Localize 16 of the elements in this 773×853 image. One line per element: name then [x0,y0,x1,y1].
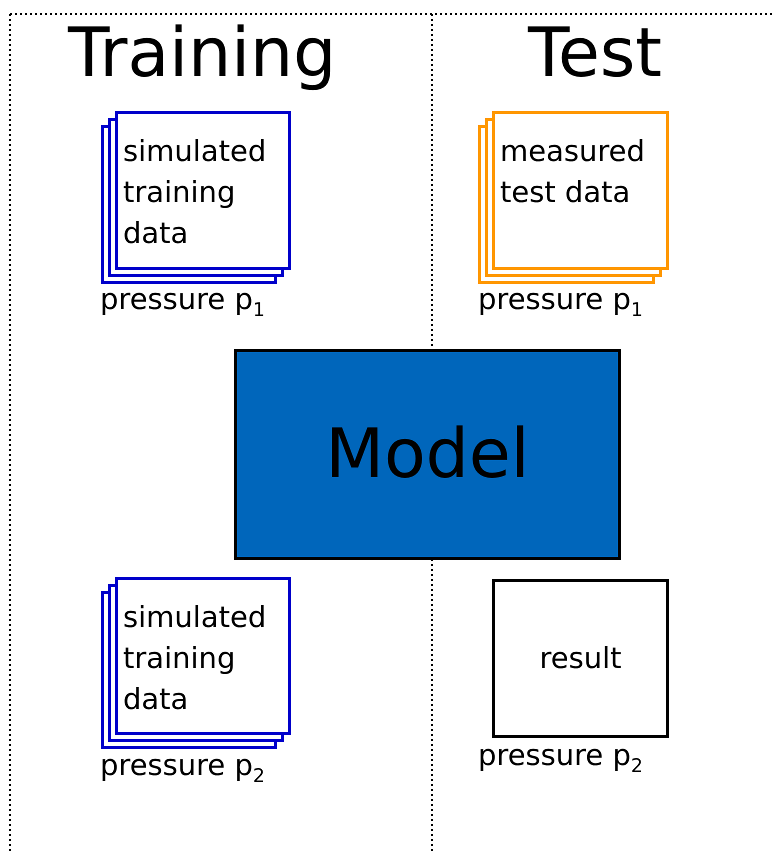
document-stack [101,111,291,284]
data-label: simulated training data [123,599,268,718]
document-stack [478,111,669,284]
document-stack [101,577,291,749]
model-box [234,349,621,560]
pressure-caption: pressure p$_{2}$ [478,738,643,777]
pressure-caption: pressure p$_{1}$ [100,282,265,321]
result-box [492,579,669,738]
result-label: result [538,640,623,677]
column-heading: Test [528,14,662,94]
model-label: Model [324,414,531,496]
pressure-caption: pressure p$_{1}$ [478,282,643,321]
pressure-caption: pressure p$_{2}$ [100,748,265,787]
data-label: simulated training data [123,133,268,252]
data-label: measured test data [500,133,646,211]
column-heading: Training [68,14,336,94]
